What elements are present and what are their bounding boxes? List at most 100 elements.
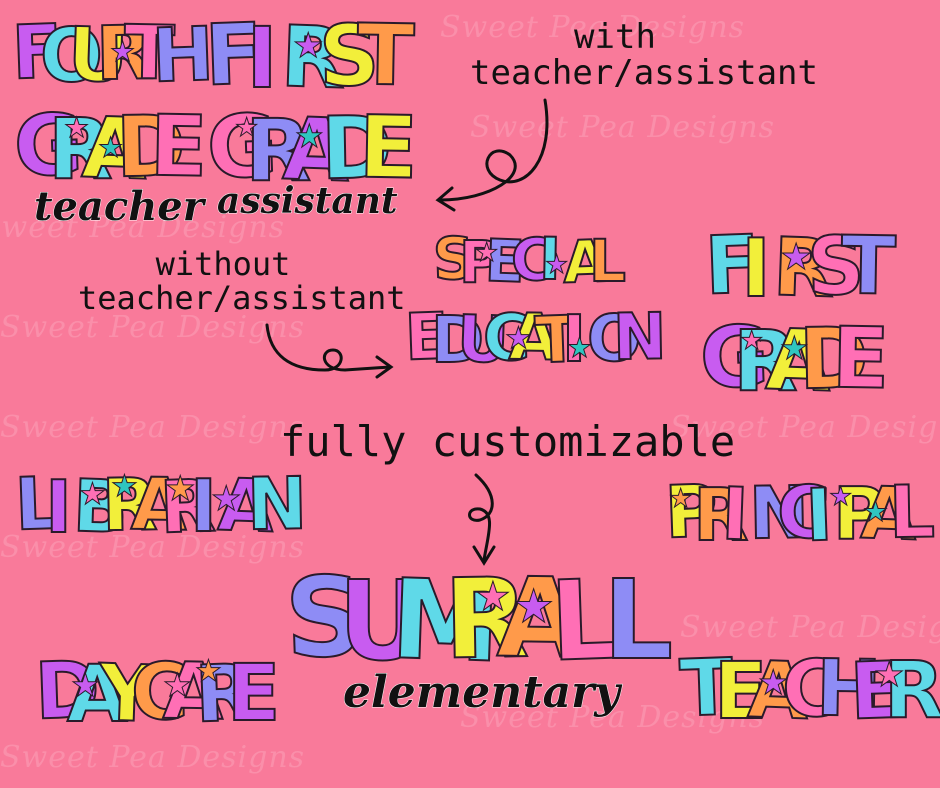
design-letter: E	[148, 96, 209, 197]
star-icon: ★	[234, 113, 259, 143]
star-icon: ★	[63, 111, 90, 144]
star-icon: ★	[862, 495, 889, 528]
design-letter: F	[702, 217, 762, 314]
design-letter: I	[245, 9, 278, 107]
annotation-fully-customizable: fully customizable	[280, 417, 736, 466]
design-letter: E	[357, 97, 419, 200]
design-letter: L	[588, 227, 627, 295]
star-icon: ★	[873, 655, 905, 695]
design-letter: T	[355, 5, 416, 106]
design-script: assistant	[217, 180, 399, 223]
star-icon: ★	[109, 35, 136, 68]
design-letter: S	[317, 5, 381, 106]
design-letter: G	[11, 94, 85, 196]
design-letter: L	[887, 468, 936, 555]
design-letter: M	[388, 554, 504, 688]
star-icon: ★	[292, 26, 324, 66]
star-icon: ★	[79, 477, 107, 512]
design-letter: C	[775, 469, 831, 556]
design-letter: N	[611, 299, 668, 376]
design-letter: I	[561, 303, 587, 377]
design-letter: D	[32, 644, 102, 738]
design-letter: T	[839, 218, 897, 314]
star-icon: ★	[195, 654, 223, 689]
star-icon: ★	[828, 482, 853, 512]
watermark-text: Sweet Pea Designs	[0, 410, 306, 445]
star-icon: ★	[505, 321, 533, 356]
star-icon: ★	[97, 131, 124, 164]
design-script: elementary	[343, 667, 621, 719]
annotation-without-line2: teacher/assistant	[78, 278, 406, 317]
design-script: teacher	[34, 183, 205, 231]
design-letter: E	[830, 308, 891, 409]
annotation-with-line1: with	[574, 17, 656, 57]
star-icon: ★	[739, 326, 764, 356]
design-letter: O	[39, 13, 104, 99]
curly-arrow-icon	[265, 323, 394, 379]
design-letter: H	[150, 10, 217, 100]
star-icon: ★	[779, 237, 813, 278]
annotation-without-line1: without	[155, 245, 291, 283]
design-letter: L	[12, 460, 63, 548]
star-icon: ★	[668, 484, 693, 514]
design-letter: F	[202, 4, 265, 106]
annotation-with: with teacher/assistant	[470, 17, 818, 91]
annotation-without: without teacher/assistant	[78, 245, 406, 317]
star-icon: ★	[757, 663, 789, 703]
design-letter: E	[713, 647, 768, 737]
design-letter: S	[282, 551, 368, 684]
design-letter: T	[677, 642, 735, 736]
design-letter: R	[883, 646, 940, 736]
star-icon: ★	[512, 579, 555, 633]
star-icon: ★	[544, 250, 569, 280]
star-icon: ★	[163, 666, 193, 704]
design-letter: I	[740, 222, 772, 315]
star-icon: ★	[71, 666, 101, 704]
design-letter: I	[189, 464, 218, 548]
design-letter: E	[403, 299, 451, 376]
design-letter: F	[9, 8, 65, 98]
star-icon: ★	[780, 329, 810, 367]
design-letter: Y	[96, 647, 158, 741]
design-letter: L	[547, 555, 624, 687]
star-icon: ★	[111, 469, 139, 504]
design-letter: H	[814, 643, 883, 736]
star-icon: ★	[474, 238, 499, 268]
design-letter: U	[337, 557, 428, 685]
design-letter: N	[747, 469, 811, 556]
star-icon: ★	[164, 469, 196, 509]
design-letter: I	[44, 465, 73, 549]
design-letter: C	[509, 224, 555, 295]
star-icon: ★	[566, 331, 593, 364]
design-letter: I	[719, 471, 751, 558]
design-letter: S	[431, 223, 477, 294]
watermark-text: Sweet Pea Designs	[680, 610, 940, 645]
design-letter: C	[129, 646, 190, 739]
design-letter: T	[533, 302, 581, 379]
design-letter: E	[226, 649, 281, 739]
star-icon: ★	[295, 117, 325, 155]
design-letter: L	[602, 556, 674, 684]
design-letter: R	[692, 473, 749, 557]
star-icon: ★	[475, 574, 512, 620]
design-letter: N	[245, 460, 309, 547]
